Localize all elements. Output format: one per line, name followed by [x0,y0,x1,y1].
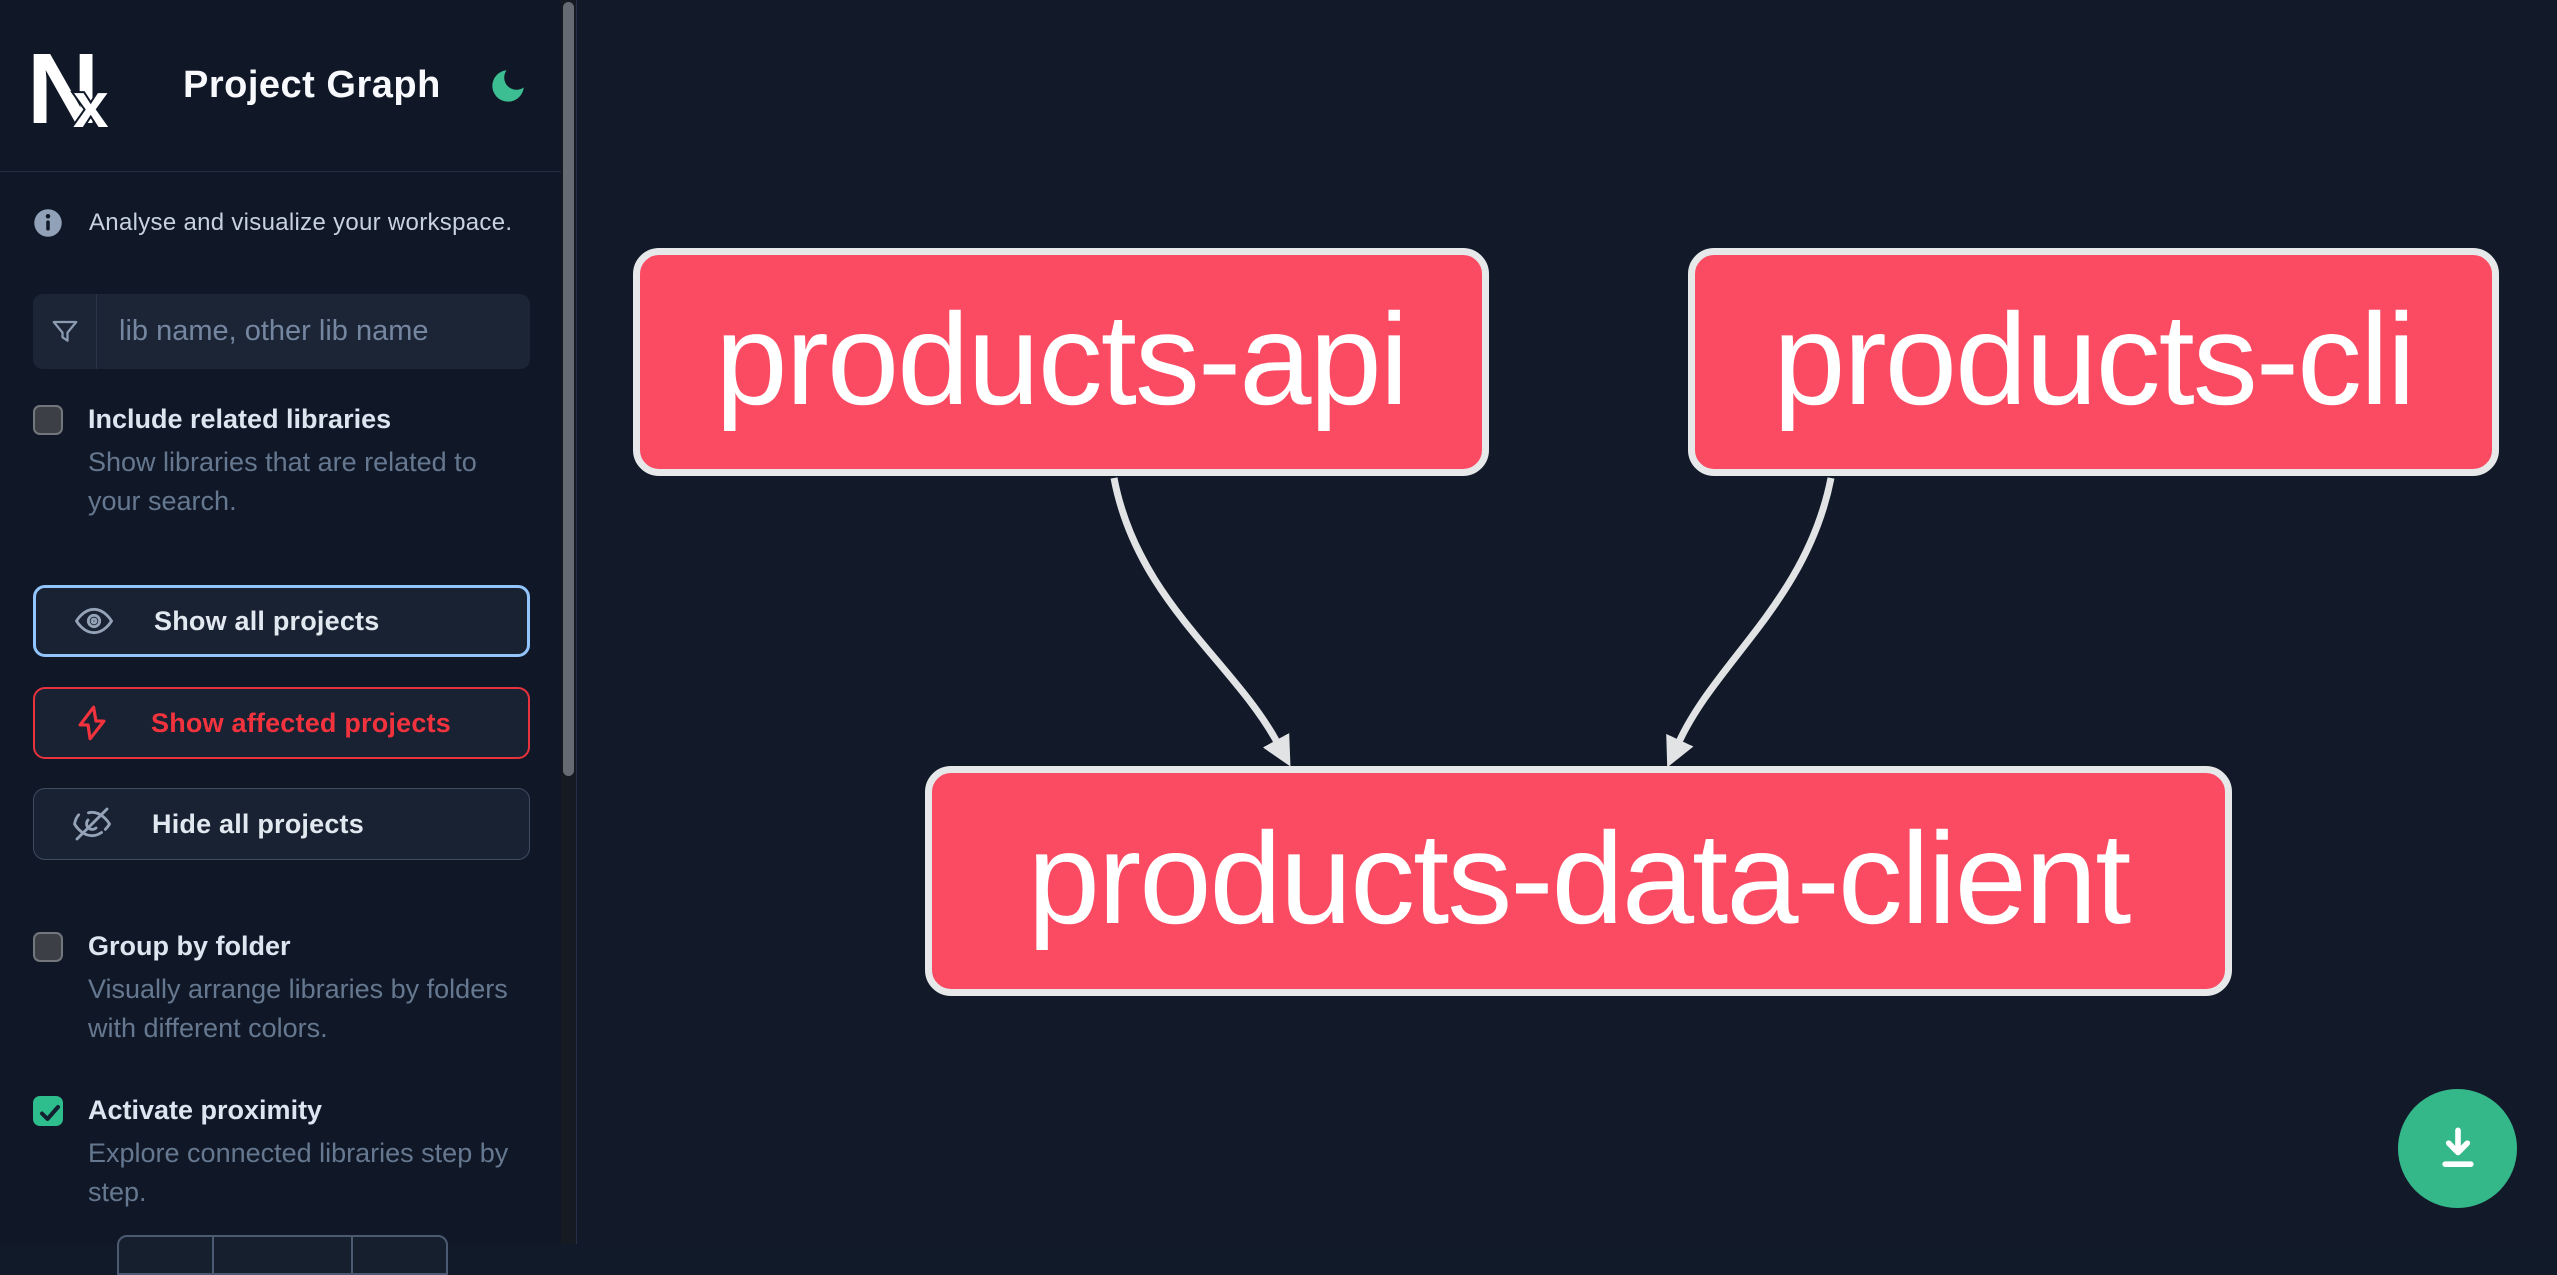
filter-funnel-icon [33,294,97,369]
node-label: products-cli [1773,286,2416,432]
dark-mode-moon-icon[interactable] [487,65,529,107]
toggle-label: Include related libraries [88,404,392,434]
group-by-folder-checkbox[interactable] [33,932,63,962]
show-all-projects-button[interactable]: Show all projects [33,585,530,657]
button-label: Show all projects [154,605,380,636]
tagline-text: Analyse and visualize your workspace. [89,209,513,236]
node-products-api[interactable]: products-api [633,248,1489,476]
edges-layer [1110,477,1835,768]
search-input[interactable] [97,294,530,369]
segmented-control-segment[interactable] [119,1237,214,1273]
sidebar-scrollbar-thumb[interactable] [563,2,574,776]
button-label: Hide all projects [152,808,364,839]
show-affected-projects-button[interactable]: Show affected projects [33,687,530,759]
toggle-label: Group by folder [88,931,291,961]
download-icon [2441,1127,2474,1167]
node-products-data-client[interactable]: products-data-client [925,766,2232,996]
project-graph-canvas[interactable]: products-api products-cli products-data-… [577,0,2557,1244]
edge-products-api-to-products-data-client[interactable] [1110,477,1291,767]
toggle-group-by-folder: Group by folder Visually arrange librari… [33,930,543,1048]
eye-icon [74,607,114,635]
tagline-row: Analyse and visualize your workspace. [33,208,543,238]
toggle-activate-proximity: Activate proximity Explore connected lib… [33,1094,543,1212]
nx-logo-icon: N x [33,41,111,131]
toggle-description: Explore connected libraries step by step… [88,1138,509,1207]
sidebar: N x Project Graph Analyse and visualize … [0,0,577,1275]
info-icon [34,209,62,237]
edge-products-cli-to-products-data-client[interactable] [1666,477,1835,768]
checkmark-icon [40,1105,60,1121]
search-box [33,294,530,369]
hide-all-projects-button[interactable]: Hide all projects [33,788,530,860]
svg-text:N: N [33,41,99,131]
toggle-description: Visually arrange libraries by folders wi… [88,974,508,1043]
svg-text:x: x [73,69,109,131]
toggle-label: Activate proximity [88,1095,323,1125]
segmented-control-segment[interactable] [353,1237,446,1273]
segmented-control-segment[interactable] [214,1237,354,1273]
node-label: products-data-client [1027,805,2132,951]
download-image-button[interactable] [2398,1089,2517,1208]
toggle-description: Show libraries that are related to your … [88,447,477,516]
sidebar-header: N x Project Graph [0,0,576,172]
grouping-segmented-control [117,1235,448,1275]
activate-proximity-checkbox[interactable] [33,1096,63,1126]
sidebar-scrollbar-track [561,0,576,1244]
node-products-cli[interactable]: products-cli [1688,248,2499,476]
toggle-include-related: Include related libraries Show libraries… [33,403,543,521]
button-label: Show affected projects [151,707,451,738]
bolt-icon [78,705,106,741]
eye-off-icon [73,807,112,841]
page-title: Project Graph [183,64,441,106]
node-label: products-api [715,286,1408,432]
include-related-checkbox[interactable] [33,405,63,435]
